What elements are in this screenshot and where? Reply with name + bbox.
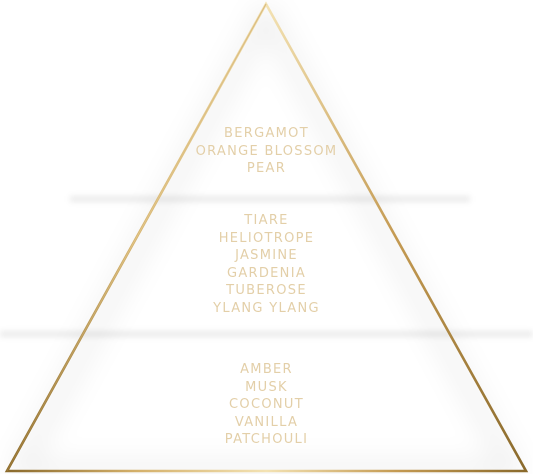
top-note: BERGAMOT xyxy=(224,126,309,141)
base-note: MUSK xyxy=(245,379,288,395)
heart-note: TIARE xyxy=(244,213,289,228)
base-note: VANILLA xyxy=(234,414,299,430)
base-note: PATCHOULI xyxy=(224,432,309,448)
base-note: COCONUT xyxy=(229,397,304,413)
pyramid-left-edge-highlight xyxy=(6,3,267,472)
heart-note: GARDENIA xyxy=(226,265,307,281)
heart-note: YLANG YLANG xyxy=(213,300,320,316)
tier-heart-notes: TIARE HELIOTROPE JASMINE GARDENIA TUBERO… xyxy=(0,212,533,318)
top-note: ORANGE BLOSSOM xyxy=(195,143,338,159)
heart-note: TUBEROSE xyxy=(226,283,307,299)
heart-note: HELIOTROPE xyxy=(218,230,315,246)
base-note: AMBER xyxy=(240,362,293,377)
heart-note: JASMINE xyxy=(235,248,298,264)
tier-top-notes: BERGAMOT ORANGE BLOSSOM PEAR xyxy=(0,125,533,178)
tier-base-notes: AMBER MUSK COCONUT VANILLA PATCHOULI xyxy=(0,361,533,449)
top-note: PEAR xyxy=(246,161,287,177)
